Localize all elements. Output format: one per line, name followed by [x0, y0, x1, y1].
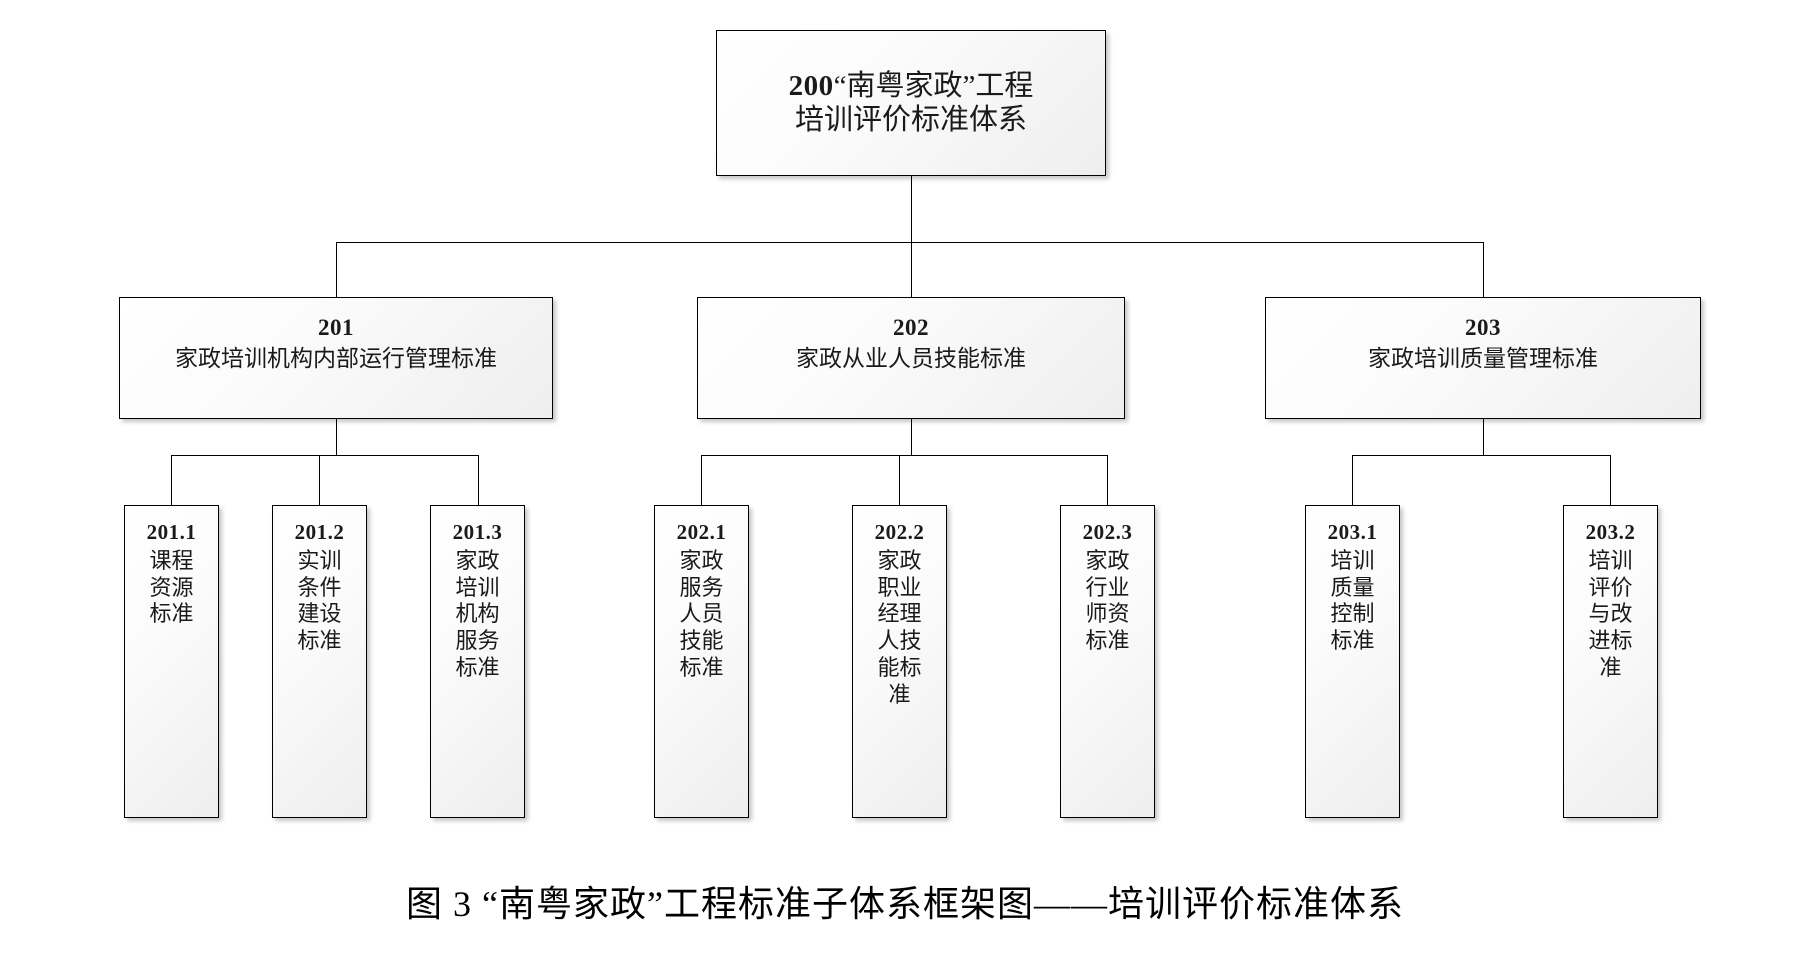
connector-201-stem	[336, 419, 337, 455]
node-201-2[interactable]: 201.2 实训条件建设标准	[272, 505, 367, 818]
figure-caption: 图 3 “南粤家政”工程标准子体系框架图——培训评价标准体系	[406, 884, 1404, 924]
node-202-2-code: 202.2	[874, 520, 925, 544]
connector-202-bus	[701, 455, 1108, 456]
connector-203-stem	[1483, 419, 1484, 455]
node-202-1[interactable]: 202.1 家政服务人员技能标准	[654, 505, 749, 818]
node-201-code: 201	[318, 315, 354, 340]
connector-203-bus	[1352, 455, 1610, 456]
node-201-2-title: 实训条件建设标准	[297, 547, 342, 654]
node-200-line2: 培训评价标准体系	[794, 104, 1027, 136]
node-202-3-title: 家政行业师资标准	[1085, 547, 1130, 654]
connector-level2-bus	[336, 242, 1483, 243]
node-202-3[interactable]: 202.3 家政行业师资标准	[1060, 505, 1155, 818]
node-202[interactable]: 202 家政从业人员技能标准	[697, 297, 1125, 419]
node-201-3-code: 201.3	[452, 520, 503, 544]
connector-drop-201	[336, 242, 337, 297]
node-202-2-title: 家政职业经理人技能标准	[877, 547, 922, 707]
node-203[interactable]: 203 家政培训质量管理标准	[1265, 297, 1701, 419]
node-202-title: 家政从业人员技能标准	[796, 346, 1026, 372]
connector-202-1	[701, 455, 702, 505]
connector-201-1	[171, 455, 172, 505]
node-201-2-code: 201.2	[294, 520, 345, 544]
node-201-3[interactable]: 201.3 家政培训机构服务标准	[430, 505, 525, 818]
connector-201-3	[478, 455, 479, 505]
node-202-code: 202	[893, 315, 929, 340]
connector-root-stem	[911, 176, 912, 242]
connector-202-3	[1107, 455, 1108, 505]
node-202-2[interactable]: 202.2 家政职业经理人技能标准	[852, 505, 947, 818]
connector-drop-203	[1483, 242, 1484, 297]
node-202-3-code: 202.3	[1082, 520, 1133, 544]
node-203-title: 家政培训质量管理标准	[1368, 346, 1598, 372]
node-200-line1: 200“南粤家政”工程	[789, 69, 1034, 103]
connector-202-2	[899, 455, 900, 505]
node-203-2-title: 培训评价与改进标准	[1588, 547, 1633, 681]
node-203-1-code: 203.1	[1327, 520, 1378, 544]
node-202-1-title: 家政服务人员技能标准	[679, 547, 724, 681]
node-203-2-code: 203.2	[1585, 520, 1636, 544]
node-200-root[interactable]: 200“南粤家政”工程 培训评价标准体系	[716, 30, 1106, 176]
node-201-3-title: 家政培训机构服务标准	[455, 547, 500, 681]
connector-drop-202	[911, 242, 912, 297]
node-201-title: 家政培训机构内部运行管理标准	[175, 346, 497, 372]
node-201-1-title: 课程资源标准	[149, 547, 194, 627]
node-202-1-code: 202.1	[676, 520, 727, 544]
node-203-1-title: 培训质量控制标准	[1330, 547, 1375, 654]
node-203-1[interactable]: 203.1 培训质量控制标准	[1305, 505, 1400, 818]
connector-202-stem	[911, 419, 912, 455]
connector-203-2	[1610, 455, 1611, 505]
node-203-code: 203	[1465, 315, 1501, 340]
node-203-2[interactable]: 203.2 培训评价与改进标准	[1563, 505, 1658, 818]
connector-201-bus	[171, 455, 478, 456]
connector-203-1	[1352, 455, 1353, 505]
node-200-title-line1: “南粤家政”工程	[833, 69, 1034, 102]
node-200-code: 200	[788, 69, 834, 102]
node-201-1[interactable]: 201.1 课程资源标准	[124, 505, 219, 818]
node-201[interactable]: 201 家政培训机构内部运行管理标准	[119, 297, 553, 419]
node-201-1-code: 201.1	[146, 520, 197, 544]
connector-201-2	[319, 455, 320, 505]
